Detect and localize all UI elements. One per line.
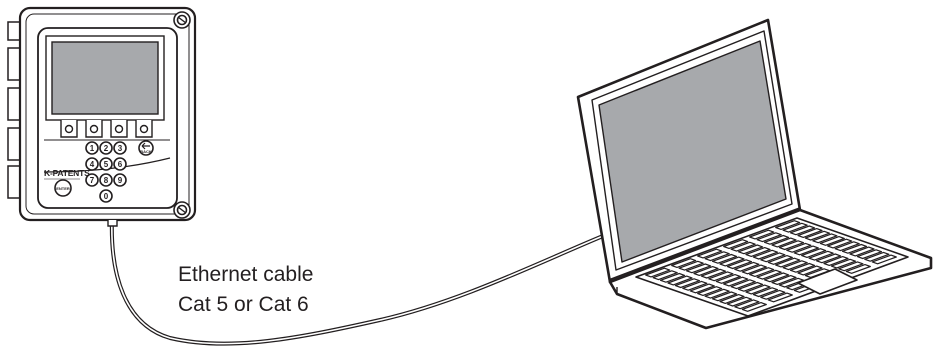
key-5-label: 5	[104, 160, 109, 169]
key-9-label: 9	[118, 176, 123, 185]
laptop-icon	[578, 20, 931, 328]
cable-gland	[108, 220, 117, 226]
device-display	[52, 42, 158, 114]
key-8-label: 8	[104, 176, 109, 185]
cable-label-line-2: Cat 5 or Cat 6	[178, 294, 309, 315]
back-key-label: BACK	[140, 149, 152, 154]
key-6-label: 6	[118, 160, 123, 169]
enter-key-label: ENTER	[56, 186, 70, 191]
key-7-label: 7	[90, 176, 95, 185]
key-0-label: 0	[104, 192, 109, 201]
key-4-label: 4	[90, 160, 95, 169]
key-3-label: 3	[118, 144, 123, 153]
key-2-label: 2	[104, 144, 109, 153]
device-brand-label: K-PATENTS	[44, 168, 90, 178]
key-1-label: 1	[90, 144, 95, 153]
cable-label-line-1: Ethernet cable	[178, 264, 313, 285]
refractometer-transmitter-icon: 1 2 3 4 5 6 7 8 9 0 ENTER BACK K-PATENTS	[8, 8, 195, 226]
